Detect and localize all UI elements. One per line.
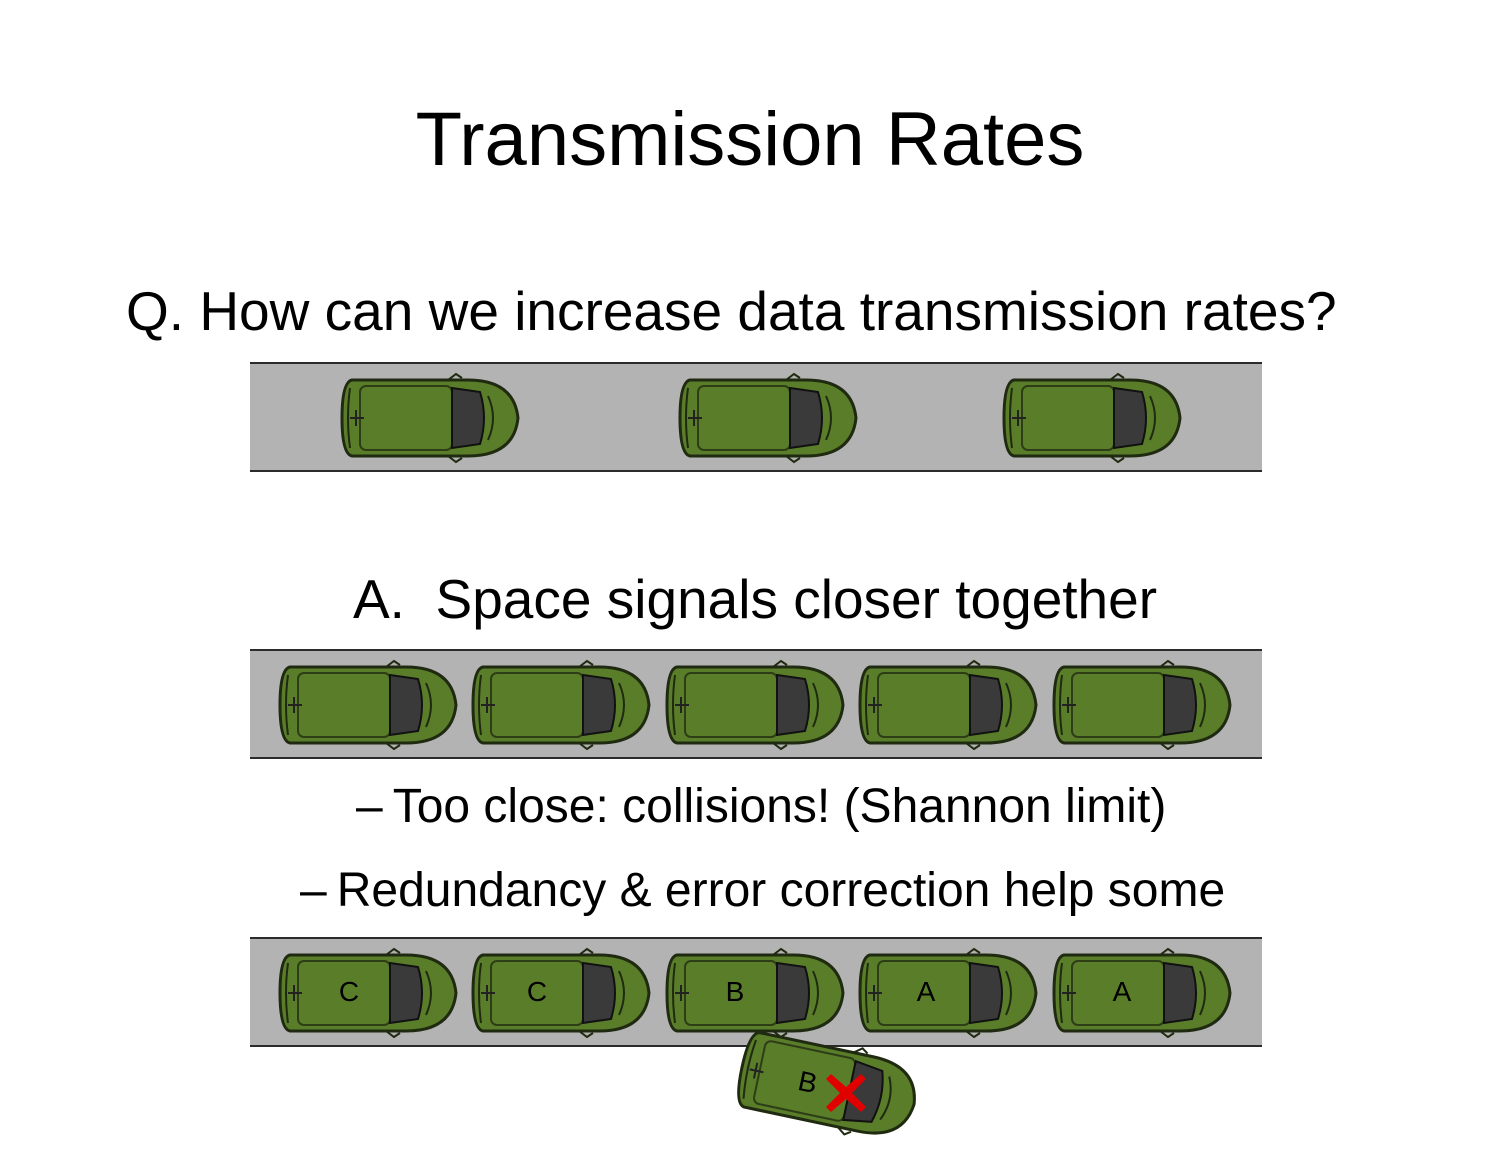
car-icon [276, 659, 460, 751]
car-label: A [1112, 976, 1132, 1007]
bullet-redundancy: –Redundancy & error correction help some [300, 862, 1225, 920]
bullet-text: Too close: collisions! (Shannon limit) [392, 780, 1167, 833]
car-icon [1050, 659, 1234, 751]
car-icon [676, 372, 860, 464]
answer-text: A. Space signals closer together [353, 568, 1158, 630]
bullet-collisions: –Too close: collisions! (Shannon limit) [356, 778, 1166, 836]
car-label: C [338, 976, 360, 1007]
car-icon [856, 659, 1040, 751]
car-icon [469, 659, 653, 751]
road-sparse [250, 362, 1262, 472]
bullet-dash: – [300, 864, 327, 917]
car-icon [663, 659, 847, 751]
car-icon: A [856, 947, 1040, 1039]
car-label: C [526, 976, 548, 1007]
car-icon [1000, 372, 1184, 464]
bullet-text: Redundancy & error correction help some [336, 864, 1226, 917]
car-label: B [725, 976, 745, 1007]
road-labeled: C C B A A [250, 937, 1262, 1047]
car-icon: A [1050, 947, 1234, 1039]
car-label: A [916, 976, 936, 1007]
slide-title: Transmission Rates [415, 97, 1085, 182]
red-x-icon [823, 1070, 869, 1116]
road-dense [250, 649, 1262, 759]
crashed-car-icon: B [728, 1022, 927, 1150]
bullet-dash: – [356, 780, 383, 833]
car-icon [338, 372, 522, 464]
car-icon: C [469, 947, 653, 1039]
car-icon: B [663, 947, 847, 1039]
question-text: Q. How can we increase data transmission… [126, 280, 1337, 342]
car-icon: C [276, 947, 460, 1039]
